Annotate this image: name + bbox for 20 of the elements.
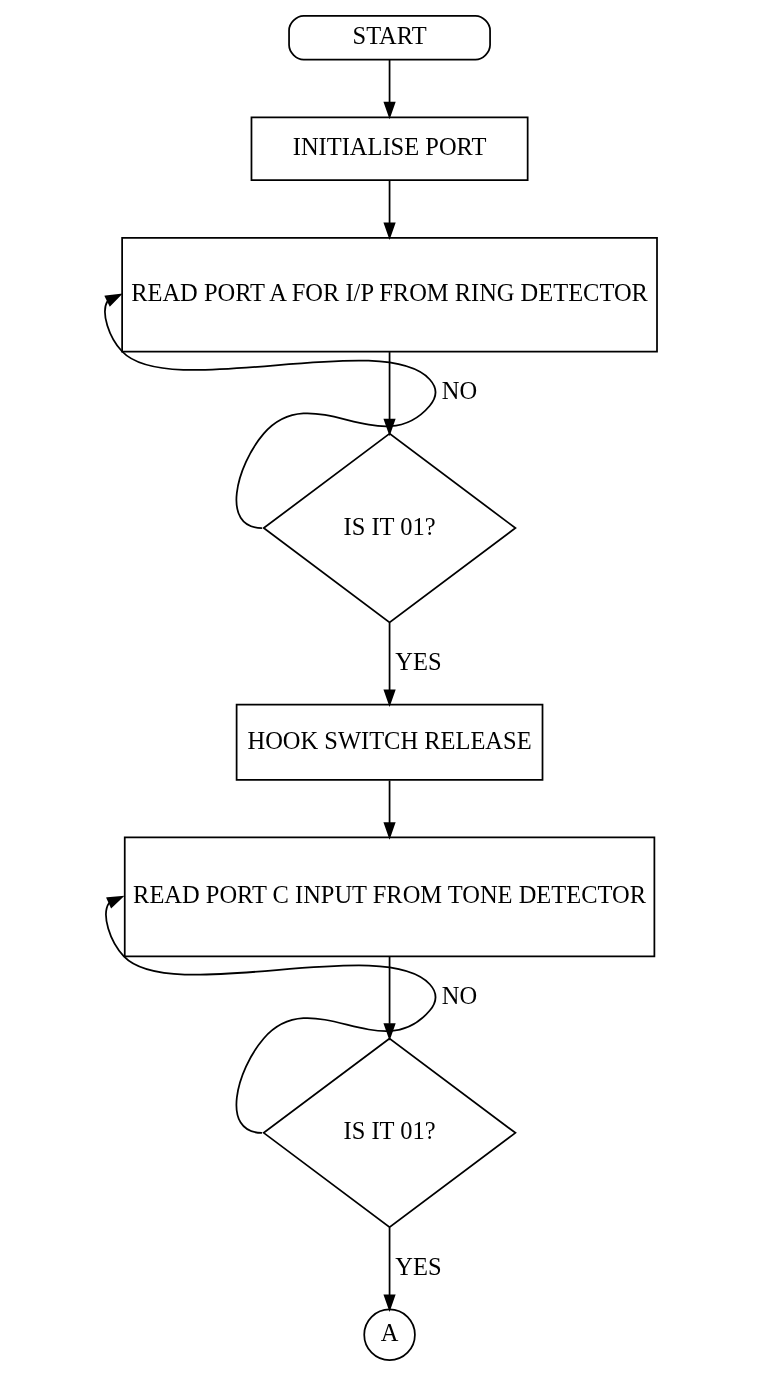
node-box: INITIALISE PORT	[250, 116, 529, 182]
node-diamond: IS IT 01?	[261, 1037, 517, 1229]
edge-label: YES	[394, 648, 442, 675]
node-circle: A	[362, 1308, 416, 1361]
arrow	[382, 179, 396, 241]
node-box: START	[287, 15, 491, 61]
arrow	[382, 1226, 396, 1312]
arrow	[382, 955, 396, 1041]
arrow	[104, 895, 436, 1134]
arrow	[103, 293, 436, 529]
edge-label: NO	[441, 377, 477, 405]
arrow	[382, 621, 396, 707]
arrow	[382, 779, 396, 840]
node-box: HOOK SWITCH RELEASE	[235, 703, 543, 781]
node-box: READ PORT A FOR I/P FROM RING DETECTOR	[120, 237, 658, 353]
edge-label: NO	[441, 981, 477, 1009]
node-diamond: IS IT 01?	[261, 432, 517, 624]
node-box: READ PORT C INPUT FROM TONE DETECTOR	[123, 836, 655, 958]
arrow	[382, 58, 396, 120]
edge-label: YES	[394, 1252, 442, 1280]
